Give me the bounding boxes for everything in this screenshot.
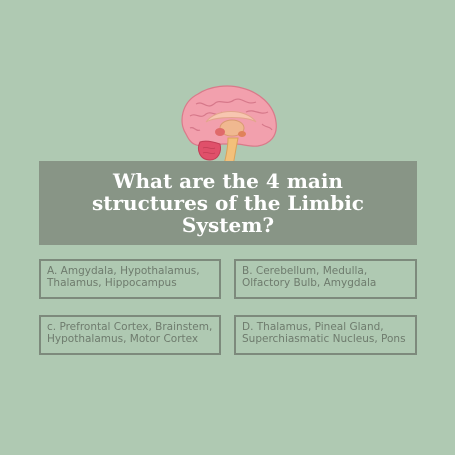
answer-option-d[interactable]: D. Thalamus, Pineal Gland, Superchiasmat…: [234, 315, 417, 355]
question-banner: What are the 4 main structures of the Li…: [39, 161, 417, 245]
brain-illustration: [181, 85, 277, 173]
answer-option-a[interactable]: A. Amgydala, Hypothalamus, Thalamus, Hip…: [39, 259, 221, 299]
answer-option-b[interactable]: B. Cerebellum, Medulla, Olfactory Bulb, …: [234, 259, 417, 299]
question-title: What are the 4 main structures of the Li…: [92, 169, 364, 237]
answer-option-c[interactable]: c. Prefrontal Cortex, Brainstem, Hypotha…: [39, 315, 221, 355]
